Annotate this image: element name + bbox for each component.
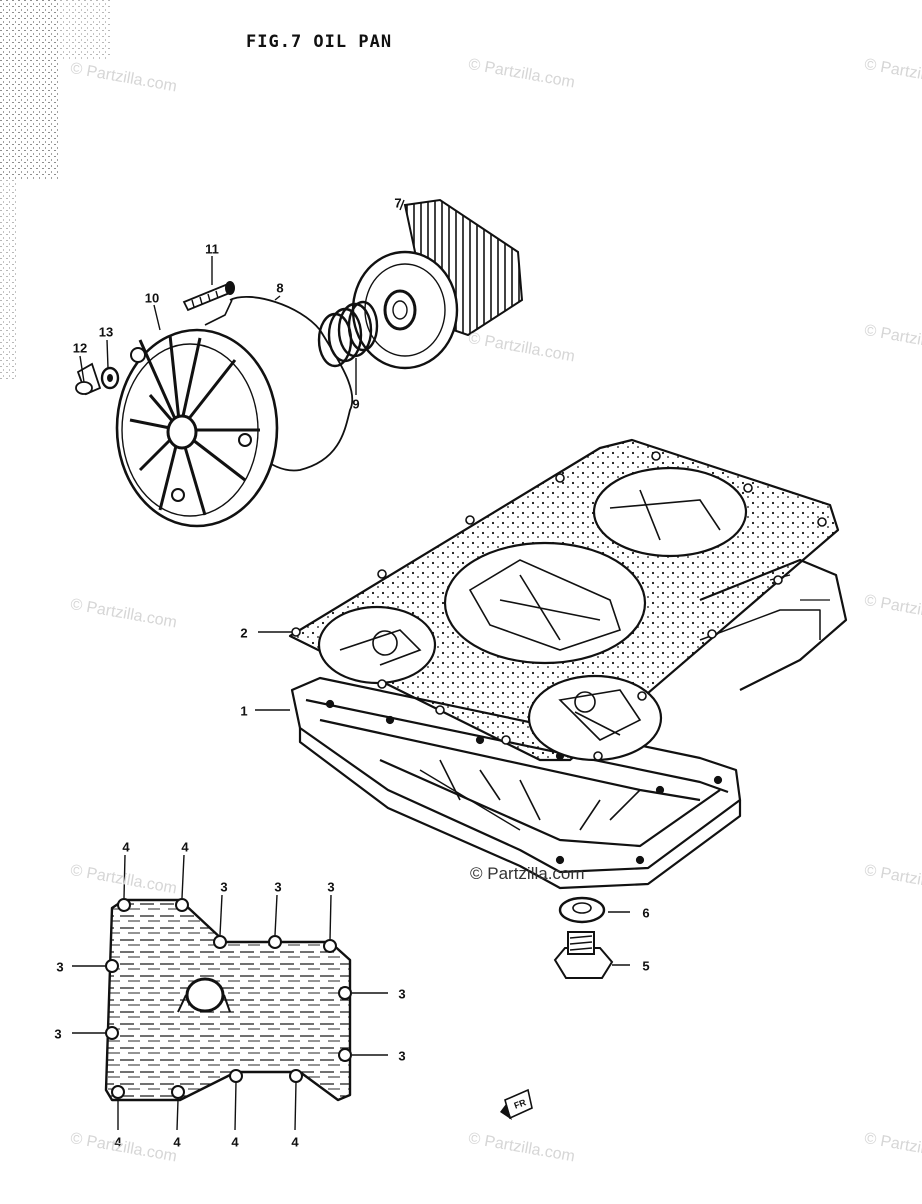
callout-10: 10 — [144, 290, 160, 306]
oil-pan-gasket — [288, 438, 840, 762]
callout-4: 4 — [181, 839, 189, 855]
drain-plug-washer — [558, 896, 606, 924]
figure-title: FIG.7 OIL PAN — [246, 32, 393, 52]
drain-plug — [553, 931, 614, 979]
callout-9: 9 — [352, 396, 360, 412]
callout-4: 4 — [231, 1134, 239, 1150]
oil-filter — [351, 198, 524, 370]
callout-3: 3 — [327, 879, 335, 895]
callout-3: 3 — [398, 986, 406, 1002]
callout-5: 5 — [642, 958, 650, 974]
filter-cover — [115, 328, 279, 528]
drain-plug-cover — [75, 362, 120, 396]
filter-bolt — [182, 281, 235, 312]
callout-4: 4 — [291, 1134, 299, 1150]
callout-3: 3 — [56, 959, 64, 975]
callout-7: 7 — [394, 195, 402, 211]
scan-noise — [0, 0, 110, 380]
oil-pan-bottom-view — [104, 898, 352, 1102]
leader-lines — [72, 199, 630, 1131]
callout-1: 1 — [240, 703, 248, 719]
callout-3: 3 — [220, 879, 228, 895]
callout-3: 3 — [398, 1048, 406, 1064]
callout-12: 12 — [72, 340, 88, 356]
filter-spring — [317, 300, 379, 368]
callout-8: 8 — [276, 280, 284, 296]
callout-11: 11 — [205, 241, 219, 257]
callout-2: 2 — [240, 625, 248, 641]
front-direction-arrow — [500, 1088, 533, 1120]
callout-4: 4 — [114, 1134, 122, 1150]
cover-o-ring — [229, 296, 354, 472]
callout-6: 6 — [642, 905, 650, 921]
callout-3: 3 — [274, 879, 282, 895]
callout-4: 4 — [122, 839, 130, 855]
watermark-dark: © Partzilla.com — [470, 864, 585, 883]
callout-4: 4 — [173, 1134, 181, 1150]
callout-3: 3 — [54, 1026, 62, 1042]
callout-13: 13 — [98, 324, 114, 340]
